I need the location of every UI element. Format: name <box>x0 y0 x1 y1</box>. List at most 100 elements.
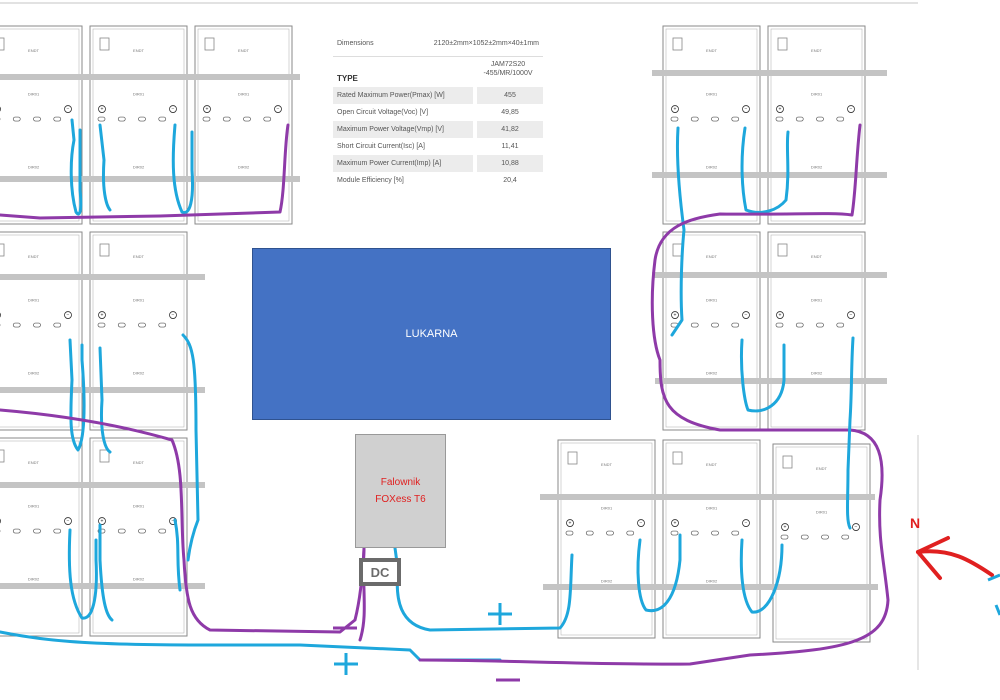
terminal-plus-label: + <box>101 313 104 319</box>
terminal-minus-icon <box>742 105 750 113</box>
roof-window-label: LUKARNA <box>405 328 458 340</box>
panel-label-mid: DIR01 <box>133 297 145 302</box>
panel-label-top: ENDT <box>28 254 39 259</box>
panel-inner-frame <box>0 440 80 634</box>
panel-frame <box>557 439 656 639</box>
junction-box-icon <box>99 449 110 463</box>
terminal-minus-label: − <box>850 313 853 319</box>
panel-label-bottom: DIR02 <box>811 371 823 376</box>
connector-icon <box>690 322 699 328</box>
spec-rows: Rated Maximum Power(Pmax) [W]455 Open Ci… <box>333 87 543 189</box>
spec-dimensions-label: Dimensions <box>337 39 374 47</box>
junction-box-icon <box>99 37 110 51</box>
panel-inner-frame <box>665 442 758 636</box>
inverter-label-line2: FOXess T6 <box>375 494 426 505</box>
connector-icon <box>33 116 41 122</box>
spec-row-value: 20,4 <box>477 172 543 189</box>
panel-label-mid: DIR01 <box>28 503 40 508</box>
spec-row-value: 10,88 <box>477 155 543 172</box>
terminal-plus-icon <box>781 523 789 531</box>
terminal-plus-label: + <box>674 107 677 113</box>
panel-label-mid: DIR01 <box>28 91 40 96</box>
panel-inner-frame <box>770 28 863 222</box>
positive-cable <box>0 630 502 662</box>
cable-group <box>0 118 1000 682</box>
panel-inner-frame <box>770 234 863 428</box>
terminal-plus-label: + <box>674 313 677 319</box>
connector-icon <box>816 116 824 122</box>
mounting-rail <box>652 272 887 278</box>
panel-inner-frame <box>0 28 80 222</box>
connector-icon <box>670 530 679 536</box>
dc-box-label: DC <box>370 564 390 580</box>
terminal-minus-label: − <box>745 521 748 527</box>
terminal-minus-icon <box>852 523 860 531</box>
connector-icon <box>33 322 41 328</box>
connector-icon <box>800 534 809 540</box>
panel-label-top: ENDT <box>133 460 144 465</box>
terminal-plus-label: + <box>779 313 782 319</box>
positive-cable <box>98 123 112 212</box>
panel-frame <box>767 25 866 225</box>
panel-label-mid: DIR01 <box>706 297 718 302</box>
negative-cable <box>418 123 890 666</box>
connector-icon <box>775 116 784 122</box>
north-arrow-icon <box>916 536 1000 616</box>
connector-icon <box>138 528 146 534</box>
terminal-minus-icon <box>64 105 72 113</box>
mounting-rail <box>0 274 205 280</box>
connector-icon <box>821 534 829 540</box>
module-spec-table: Dimensions 2120±2mm×1052±2mm×40±1mm TYPE… <box>333 30 543 189</box>
junction-box-icon <box>0 37 5 51</box>
panel-label-top: ENDT <box>601 462 612 467</box>
positive-cable <box>67 528 98 620</box>
panel-label-bottom: DIR02 <box>28 577 40 582</box>
panel-frame <box>0 231 83 431</box>
north-arrow-head <box>916 536 950 580</box>
spec-row-label: Open Circuit Voltage(Voc) [V] <box>333 104 473 121</box>
positive-cable <box>68 338 86 452</box>
terminal-plus-icon <box>566 519 574 527</box>
positive-cable <box>393 546 574 632</box>
terminal-minus-label: − <box>67 313 70 319</box>
panel-label-mid: DIR01 <box>816 509 828 514</box>
positive-cable <box>98 523 114 622</box>
terminal-plus-label: + <box>569 521 572 527</box>
terminal-minus-icon <box>64 311 72 319</box>
junction-box-icon <box>672 37 683 51</box>
junction-box-icon <box>0 449 5 463</box>
spec-row: Rated Maximum Power(Pmax) [W]455 <box>333 87 543 104</box>
terminal-minus-label: − <box>850 107 853 113</box>
terminal-minus-icon <box>169 105 177 113</box>
connector-icon <box>731 530 740 536</box>
panel-label-bottom: DIR02 <box>706 371 718 376</box>
panel-label-mid: DIR01 <box>706 505 718 510</box>
spec-row-value: 455 <box>477 87 543 104</box>
panel-label-mid: DIR01 <box>706 91 718 96</box>
panel-frame <box>662 439 761 639</box>
terminal-plus-label: + <box>784 525 787 531</box>
terminal-minus-label: − <box>855 525 858 531</box>
mounting-rail <box>652 70 887 76</box>
connector-icon <box>138 322 146 328</box>
connector-icon <box>711 530 719 536</box>
connector-icon <box>690 116 699 122</box>
spec-row: Module Efficiency [%]20,4 <box>333 172 543 189</box>
terminal-minus-label: − <box>67 519 70 525</box>
spec-row: Maximum Power Voltage(Vmp) [V]41,82 <box>333 121 543 138</box>
panel-label-top: ENDT <box>706 462 717 467</box>
panel-label-top: ENDT <box>238 48 249 53</box>
panel-label-top: ENDT <box>133 254 144 259</box>
spec-model-name: JAM72S20 -455/MR/1000V <box>483 61 533 77</box>
connector-icon <box>97 116 106 122</box>
connector-icon <box>158 116 167 122</box>
positive-cable <box>173 518 182 592</box>
junction-box-icon <box>204 37 215 51</box>
panel-label-top: ENDT <box>811 48 822 53</box>
spec-row-label: Module Efficiency [%] <box>333 172 473 189</box>
